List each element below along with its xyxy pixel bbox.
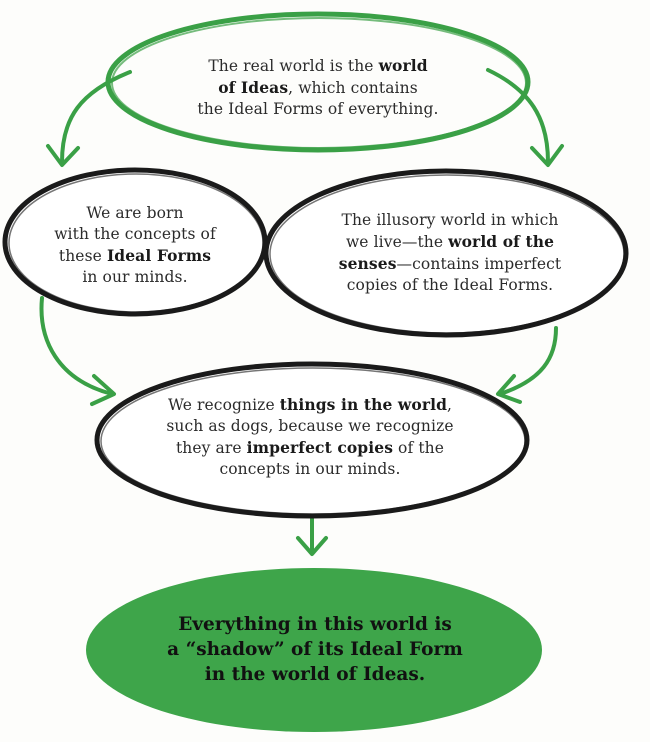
ideas-text-line-3: the Ideal Forms of everything. bbox=[150, 99, 486, 120]
arrowhead-ideas-to-born bbox=[46, 144, 80, 167]
text-run: the Ideal Forms of everything. bbox=[197, 100, 439, 118]
ideas-text-line-1: The real world is the world bbox=[150, 55, 486, 77]
bold-phrase: things in the world bbox=[279, 395, 448, 414]
arrowhead-recognize-to-conclusion bbox=[296, 536, 328, 556]
text-run: of the bbox=[393, 439, 445, 457]
arrowhead-senses-to-recognize bbox=[496, 374, 522, 404]
conclusion-text: Everything in this world is a “shadow” o… bbox=[110, 612, 520, 687]
text-run: We recognize bbox=[167, 396, 280, 414]
bold-phrase: world bbox=[378, 56, 428, 75]
bold-phrase: imperfect copies bbox=[246, 438, 394, 457]
bold-phrase: world of the bbox=[448, 232, 555, 251]
bold-phrase: Ideal Forms bbox=[106, 246, 212, 265]
senses-text-line-2: we live—the world of the bbox=[300, 231, 600, 253]
arrowhead-born-to-recognize bbox=[90, 374, 116, 406]
bold-phrase: senses bbox=[338, 254, 397, 273]
text-run: with the concepts of bbox=[54, 225, 216, 243]
text-run: they are bbox=[175, 439, 247, 457]
arrows bbox=[39, 68, 564, 556]
arrow-ideas-to-senses bbox=[486, 68, 550, 164]
text-run: concepts in our minds. bbox=[219, 460, 401, 478]
text-run: such as dogs, because we recognize bbox=[166, 417, 454, 435]
senses-text-line-4: copies of the Ideal Forms. bbox=[300, 275, 600, 296]
senses-text-line-3: senses—contains imperfect bbox=[300, 253, 600, 275]
born-text-line-4: in our minds. bbox=[30, 267, 240, 288]
text-run: we live—the bbox=[345, 233, 449, 251]
text-run: in our minds. bbox=[82, 268, 188, 286]
arrowhead-ideas-to-senses bbox=[530, 144, 564, 167]
text-run: —contains imperfect bbox=[396, 255, 562, 273]
born-text-line-3: these Ideal Forms bbox=[30, 245, 240, 267]
text-run: The real world is the bbox=[208, 57, 379, 75]
recognize-text: We recognize things in the world,such as… bbox=[130, 394, 490, 480]
recognize-ellipse bbox=[94, 361, 530, 519]
conclusion-line-3: in the world of Ideas. bbox=[204, 664, 426, 685]
ideas-text-line-2: of Ideas, which contains bbox=[150, 77, 486, 99]
recognize-text-line-1: We recognize things in the world, bbox=[130, 394, 490, 416]
bold-phrase: of Ideas bbox=[218, 78, 289, 97]
ideas-ellipse bbox=[105, 11, 531, 153]
conclusion-line-1: Everything in this world is bbox=[178, 614, 452, 635]
recognize-text-line-4: concepts in our minds. bbox=[130, 459, 490, 480]
senses-ellipse bbox=[263, 168, 629, 338]
born-text-line-2: with the concepts of bbox=[30, 224, 240, 245]
arrow-ideas-to-born bbox=[60, 70, 132, 164]
arrow-senses-to-recognize bbox=[498, 326, 558, 396]
text-run: these bbox=[58, 247, 107, 265]
recognize-text-line-2: such as dogs, because we recognize bbox=[130, 416, 490, 437]
text-run: , bbox=[447, 396, 453, 414]
text-run: The illusory world in which bbox=[341, 211, 559, 229]
recognize-text-line-3: they are imperfect copies of the bbox=[130, 437, 490, 459]
conclusion-ellipse bbox=[86, 568, 542, 732]
born-text: We are born with the concepts of these Ide… bbox=[30, 203, 240, 288]
text-run: copies of the Ideal Forms. bbox=[346, 276, 554, 294]
text-run: , which contains bbox=[288, 79, 418, 97]
senses-text: The illusory world in which we live—the w… bbox=[300, 210, 600, 296]
born-text-line-1: We are born bbox=[30, 203, 240, 224]
conclusion-line-2: a “shadow” of its Ideal Form bbox=[167, 639, 463, 660]
text-run: We are born bbox=[86, 204, 184, 222]
arrow-born-to-recognize bbox=[39, 296, 114, 396]
senses-text-line-1: The illusory world in which bbox=[300, 210, 600, 231]
